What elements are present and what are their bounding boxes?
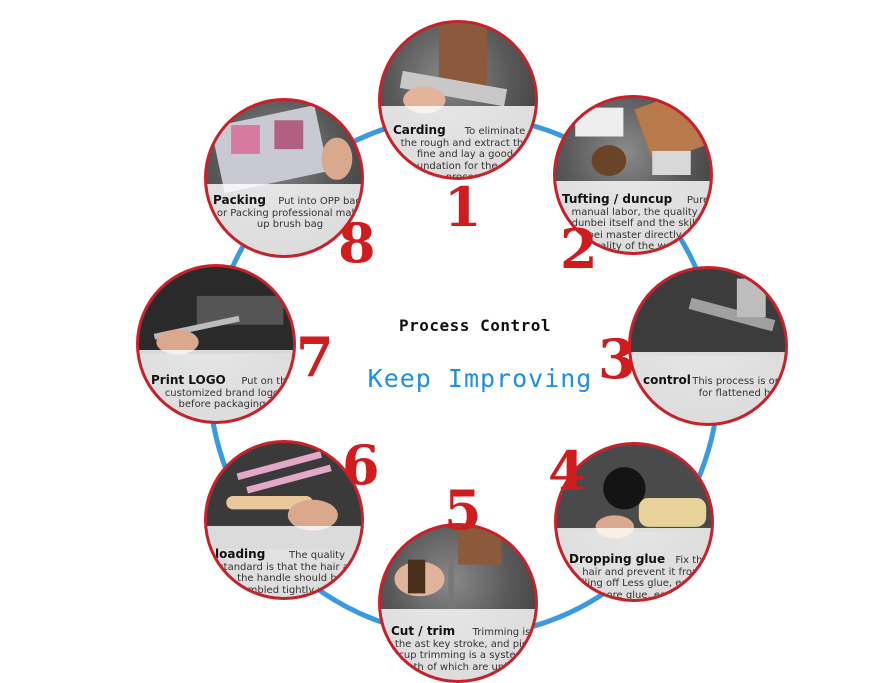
step-3-title: control (643, 373, 691, 387)
tufting-photo (575, 98, 710, 176)
keep-improving-subtitle: Keep Improving (367, 364, 593, 393)
process-control-title: Process Control (399, 316, 551, 335)
step-4-number: 4 (548, 439, 586, 503)
step-1-title: Carding (393, 123, 446, 137)
print-logo-photo (139, 267, 293, 355)
step-4-circle: Dropping glue Fix the hair and prevent i… (554, 442, 714, 602)
step-5-title: Cut / trim (391, 624, 456, 638)
step-7-number: 7 (296, 325, 334, 389)
step-7-description: Put on the customized brand logo before … (164, 376, 293, 410)
step-7-title: Print LOGO (151, 373, 226, 387)
step-6-circle: loading The quality standard is that the… (204, 440, 364, 600)
step-2-title: Tufting / duncup (562, 192, 673, 206)
step-2-number: 2 (560, 217, 598, 281)
step-4-description: Fix the hair and prevent it from falling… (569, 555, 714, 601)
step-2-circle: Tufting / duncup Pure manual labor, the … (553, 95, 713, 255)
step-1-number: 1 (444, 175, 482, 239)
step-1-description: To eliminate the rough and extract the f… (400, 126, 530, 180)
step-4-title: Dropping glue (569, 552, 666, 566)
step-8-circle: Packing Put into OPP bag or Packing prof… (204, 98, 364, 258)
step-3-description: This process is only for flattened hair (692, 376, 788, 399)
step-8-number: 8 (338, 211, 376, 275)
step-8-title: Packing (213, 193, 266, 207)
step-2-description: Pure manual labor, the quality of dunbei… (568, 195, 713, 252)
packing-photo (210, 105, 353, 194)
step-6-title: loading (215, 547, 266, 561)
step-5-description: Trimming is the ast key stroke, and pier… (394, 627, 533, 673)
step-7-circle: Print LOGO Put on the customized brand l… (136, 264, 296, 424)
step-6-description: The quality standard is that the hair an… (218, 550, 362, 597)
step-6-number: 6 (342, 433, 380, 497)
cut-trim-photo (394, 526, 502, 613)
step-5-circle: Cut / trim Trimming is the ast key strok… (378, 523, 538, 683)
control-photo (631, 269, 785, 356)
carding-photo (399, 23, 508, 114)
step-5-number: 5 (444, 478, 482, 542)
step-3-circle: control This process is only for flatten… (628, 266, 788, 426)
step-8-description: Put into OPP bag or Packing professional… (216, 196, 364, 230)
step-1-circle: Carding To eliminate the rough and extra… (378, 20, 538, 180)
step-3-number: 3 (598, 327, 636, 391)
